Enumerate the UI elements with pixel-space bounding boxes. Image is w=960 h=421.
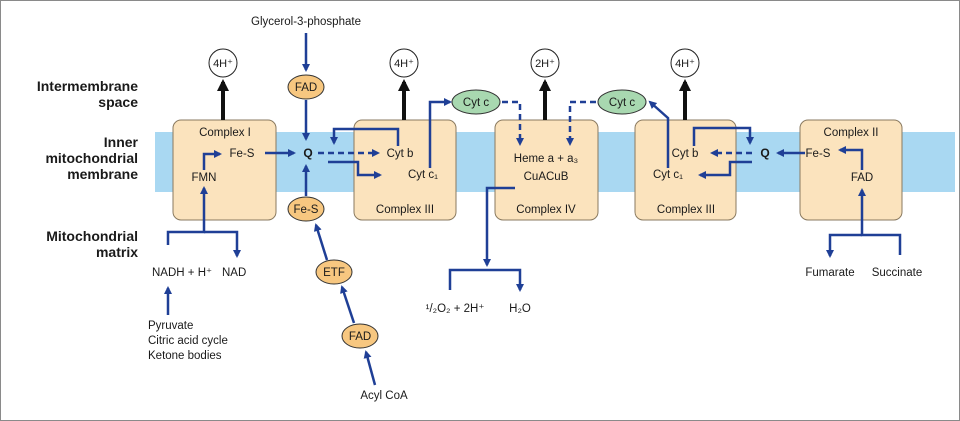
complex-ii-fad: FAD <box>851 172 873 184</box>
complex-i-fmn: FMN <box>192 172 217 184</box>
label-inner: Inner <box>104 134 139 150</box>
arrow-cytc-right-complex-iv-dashed <box>566 100 596 146</box>
electron-flow-arrows <box>164 33 902 386</box>
proton-circle-1 <box>208 48 238 78</box>
complex-iii-left-cytb: Cyt b <box>387 148 414 160</box>
complex-iii-right-cytb: Cyt b <box>672 148 699 160</box>
etf-oval <box>315 259 353 285</box>
complex-ii-box <box>799 119 903 221</box>
etf-label: ETF <box>323 267 345 279</box>
complex-iv-cu: CuACuB <box>524 171 569 183</box>
water-label: H₂O <box>509 303 531 315</box>
arrow-cytb-loop <box>330 127 400 146</box>
arrow-fad-fes-complex-ii <box>838 146 864 170</box>
complex-iv-label: Complex IV <box>516 204 576 216</box>
arrow-nadh-fmn <box>166 186 208 245</box>
arrow-fad-etf <box>340 285 356 324</box>
nadh-label: NADH + H⁺ <box>152 267 212 279</box>
arrow-q-right-cytc1 <box>698 160 752 179</box>
arrow-to-fumarate <box>826 233 862 258</box>
label-intermembrane: Intermembrane <box>37 78 138 94</box>
arrow-etf-fes <box>313 223 329 261</box>
oxygen-label: ¹/₂O₂ + 2H⁺ <box>426 303 485 315</box>
arrow-succinate-fad <box>858 188 902 255</box>
arrow-cytc1r-cytc <box>648 100 670 168</box>
succinate-label: Succinate <box>872 267 923 279</box>
proton-circle-4 <box>670 48 700 78</box>
arrow-iv-oxygen <box>483 186 515 267</box>
pyruvate-label: Pyruvate <box>148 320 193 332</box>
fad-bottom-oval <box>341 323 379 349</box>
complex-iii-left-cytc1: Cyt c₁ <box>408 169 438 181</box>
complex-iv-heme: Heme a + a₃ <box>514 153 579 165</box>
cytc-right-label: Cyt c <box>609 97 635 109</box>
complex-iii-right-cytc1: Cyt c₁ <box>653 169 683 181</box>
proton-label-2: 4H⁺ <box>394 58 414 70</box>
glycerol-3-phosphate: Glycerol-3-phosphate <box>251 16 361 28</box>
fad-top-label: FAD <box>295 82 317 94</box>
proton-label-3: 2H⁺ <box>535 58 555 70</box>
acyl-coa-label: Acyl CoA <box>360 390 408 402</box>
label-space: space <box>98 94 138 110</box>
complex-ii-fes: Fe-S <box>806 148 831 160</box>
q-left: Q <box>303 146 312 160</box>
proton-circle-3 <box>530 48 560 78</box>
label-matrix-2: matrix <box>96 244 138 260</box>
fad-bottom-label: FAD <box>349 331 371 343</box>
fes-mid-oval <box>287 196 325 222</box>
fumarate-label: Fumarate <box>805 267 854 279</box>
arrow-cytc-complex-iv-dashed <box>502 100 524 146</box>
arrow-acylcoa-fad <box>363 350 377 386</box>
complex-iii-right-label: Complex III <box>657 204 715 216</box>
arrow-cytb-right-loop <box>692 126 754 146</box>
label-matrix-1: Mitochondrial <box>46 228 138 244</box>
arrow-to-nad <box>204 230 241 258</box>
arrow-q-cytc1 <box>328 160 382 179</box>
bracket-oxygen-water <box>448 268 524 292</box>
fad-top-oval <box>287 74 325 100</box>
proton-label-1: 4H⁺ <box>213 58 233 70</box>
ketone-bodies-label: Ketone bodies <box>148 350 222 362</box>
proton-label-4: 4H⁺ <box>675 58 695 70</box>
complex-i-fes: Fe-S <box>230 148 255 160</box>
fes-mid-label: Fe-S <box>294 204 319 216</box>
proton-circle-2 <box>389 48 419 78</box>
arrow-cytc1-cytc <box>428 98 452 168</box>
label-membrane: membrane <box>67 166 138 182</box>
nad-label: NAD <box>222 267 246 279</box>
complex-ii-label: Complex II <box>824 127 879 139</box>
complex-i-label: Complex I <box>199 127 251 139</box>
citric-acid-label: Citric acid cycle <box>148 335 228 347</box>
complex-iii-left-label: Complex III <box>376 204 434 216</box>
q-right: Q <box>760 146 769 160</box>
cytc-right-oval <box>597 89 647 115</box>
cytc-left-oval <box>451 89 501 115</box>
cytc-left-label: Cyt c <box>463 97 489 109</box>
arrow-fmn-fes <box>202 150 222 170</box>
label-mitochondrial: mitochondrial <box>45 150 138 166</box>
